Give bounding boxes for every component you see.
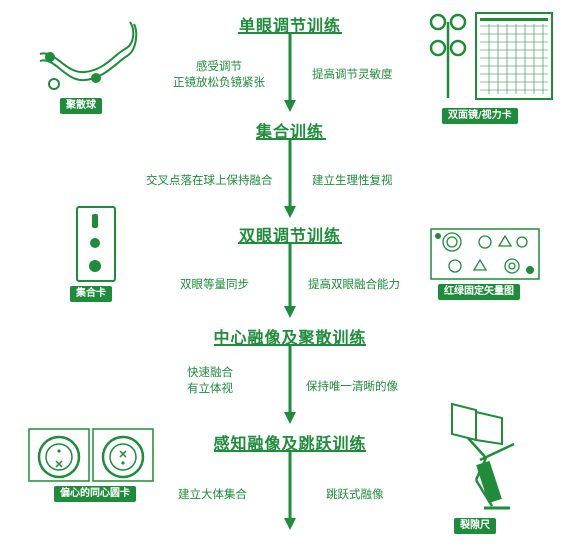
note-line: 感受调节 [196, 59, 242, 73]
note-line: 快速融合 [187, 365, 233, 379]
tool-label-eccentric-circles: 偏心的同心圆卡 [54, 486, 136, 502]
tool-label-aperture-rule: 裂隙尺 [454, 518, 496, 534]
step-note-left: 双眼等量同步 [180, 277, 249, 291]
tool-label-flipper-chart: 双面镜/视力卡 [442, 108, 518, 124]
brock-string-illustration [39, 21, 138, 90]
note-line: 有立体视 [187, 381, 233, 395]
note-line: 正镜放松负镜紧张 [173, 75, 265, 89]
step-underline [214, 344, 366, 346]
step-title-monocular-accommodation: 单眼调节训练 [238, 16, 341, 35]
step-title-binocular-accommodation: 双眼调节训练 [238, 226, 341, 245]
step-underline [238, 242, 342, 244]
step-title-sensory-fusion-jump: 感知融像及跳跃训练 [213, 434, 367, 453]
step-note-right: 提高双眼融合能力 [308, 277, 400, 291]
flipper-chart-illustration [429, 12, 553, 100]
step-title-convergence: 集合训练 [255, 122, 324, 141]
step-note-left: 建立大体集合 [178, 487, 247, 501]
step-title-central-fusion-vergence: 中心融像及聚散训练 [213, 328, 367, 347]
step-underline [238, 32, 342, 34]
step-underline [256, 138, 326, 140]
aperture-rule-illustration [451, 402, 515, 510]
tool-label-vergence-card: 集合卡 [70, 286, 112, 302]
tool-label-vectogram: 红绿固定矢量图 [438, 284, 520, 300]
eccentric-circles-illustration [28, 428, 154, 482]
step-note-right: 保持唯一清晰的像 [306, 379, 398, 393]
step-note-left: 交叉点落在球上保持融合 [146, 173, 273, 187]
step-note-left: 快速融合 有立体视 [170, 364, 250, 396]
vergence-card-illustration [76, 206, 116, 282]
tool-label-brock-string: 聚散球 [60, 98, 102, 114]
step-note-right: 跳跃式融像 [326, 487, 384, 501]
step-note-right: 提高调节灵敏度 [312, 67, 393, 81]
vectogram-illustration [430, 228, 540, 280]
step-underline [214, 450, 366, 452]
step-note-left: 感受调节 正镜放松负镜紧张 [160, 58, 278, 90]
step-note-right: 建立生理性复视 [312, 173, 393, 187]
